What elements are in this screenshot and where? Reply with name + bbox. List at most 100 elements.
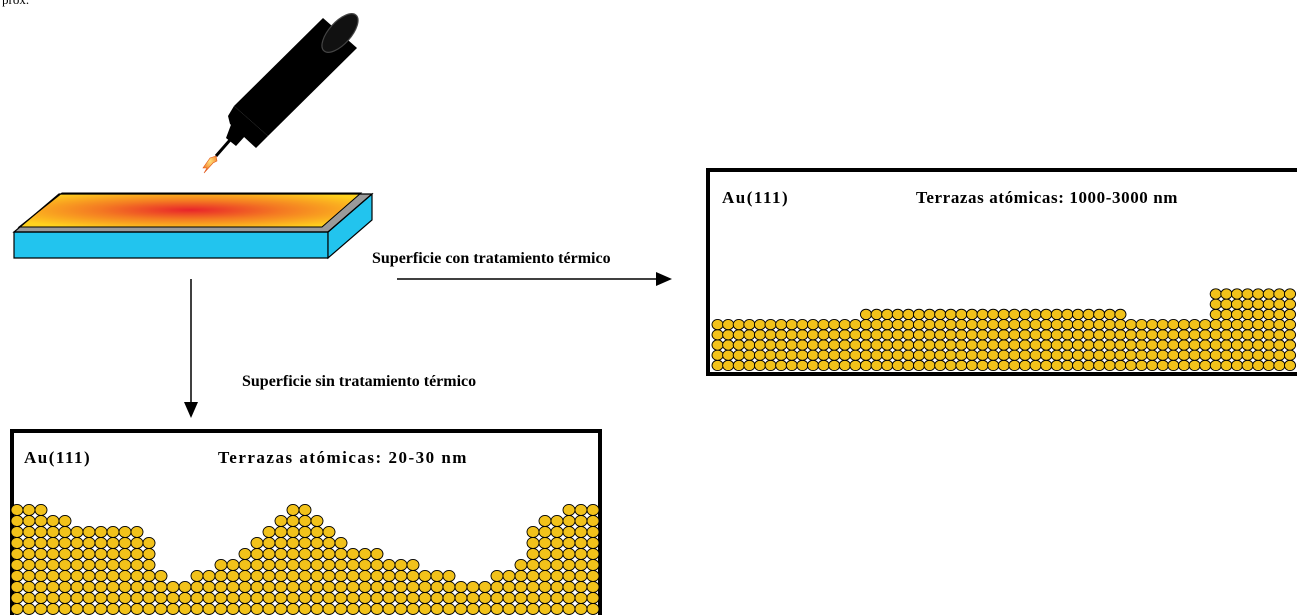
gold-atom (912, 329, 926, 341)
gold-atom (806, 359, 820, 372)
gold-atom (274, 603, 288, 615)
gold-atom (1050, 349, 1063, 361)
gold-atom (574, 526, 588, 538)
gold-atom (934, 318, 947, 331)
gold-atom (753, 329, 767, 341)
gold-atom (912, 349, 926, 361)
gold-atom (358, 592, 372, 604)
gold-atom (490, 592, 504, 604)
gold-atom (1252, 359, 1265, 372)
gold-atom (70, 581, 84, 593)
gold-atom (1018, 349, 1032, 361)
gold-atom (1040, 329, 1053, 341)
gold-atom (286, 592, 300, 604)
gold-atom (1199, 359, 1212, 372)
gold-atom (118, 603, 132, 615)
gold-atom (1167, 318, 1180, 331)
gold-atom (1071, 339, 1085, 351)
gold-atom (322, 592, 336, 604)
gold-atom (82, 570, 96, 582)
gold-atom (1273, 288, 1286, 300)
gold-atom (322, 526, 336, 538)
gold-atom (46, 592, 60, 604)
gold-atom (502, 581, 516, 593)
gold-atom (574, 581, 588, 593)
gold-atom (526, 581, 540, 593)
gold-atom (334, 548, 348, 560)
gold-atom (34, 603, 48, 615)
gold-atom (1029, 349, 1042, 361)
gold-atom (262, 581, 276, 593)
gold-atom (130, 581, 144, 593)
gold-atom (934, 308, 947, 321)
gold-atom (796, 318, 809, 331)
gold-atom (923, 318, 936, 331)
gold-atom (274, 548, 288, 560)
gold-atom (1008, 318, 1021, 331)
gold-atom (923, 339, 936, 351)
gold-atom (1177, 339, 1191, 351)
gold-atom (912, 308, 926, 321)
gold-atom (1008, 359, 1021, 372)
gold-atom (346, 592, 360, 604)
gold-atom (22, 515, 36, 527)
gold-atom (1146, 349, 1159, 361)
gold-atom (238, 603, 252, 615)
gold-atom (976, 349, 989, 361)
gold-atom (891, 308, 904, 321)
gold-atom (238, 570, 252, 582)
gold-atom (286, 548, 300, 560)
gold-atom (394, 559, 408, 571)
gold-atom (586, 559, 600, 571)
gold-atom (870, 339, 883, 351)
gold-atom (466, 581, 480, 593)
gold-atom (286, 504, 300, 516)
gold-atom (1209, 339, 1222, 351)
gold-atom (934, 329, 947, 341)
gold-atom (944, 339, 957, 351)
gold-atom (1209, 288, 1222, 300)
gold-atom (987, 308, 1000, 321)
gold-atom (870, 318, 883, 331)
gold-atom (10, 526, 24, 538)
gold-atom (722, 359, 735, 372)
gold-atom (955, 349, 968, 361)
gold-atom (1262, 288, 1275, 300)
gold-atom (130, 548, 144, 560)
gold-atom (94, 570, 108, 582)
gold-atom (1230, 318, 1244, 331)
gold-atom (1156, 339, 1169, 351)
gold-atom (1209, 298, 1222, 310)
gold-atom (202, 570, 216, 582)
gold-atom (849, 359, 862, 372)
gold-atom (46, 548, 60, 560)
gold-atom (46, 559, 60, 571)
gold-atom (912, 359, 926, 372)
gold-atom (976, 329, 989, 341)
gold-atom (358, 581, 372, 593)
gold-atom (562, 515, 576, 527)
gold-atom (796, 339, 809, 351)
gold-atom (262, 570, 276, 582)
gold-atom (817, 349, 830, 361)
gold-atom (526, 570, 540, 582)
gold-atom (1018, 329, 1032, 341)
gold-atom (274, 559, 288, 571)
gold-atom (732, 339, 745, 351)
gold-atom (106, 581, 120, 593)
gold-atom (732, 318, 745, 331)
gold-atom (902, 318, 915, 331)
gold-atom (1018, 359, 1032, 372)
gold-atom (34, 504, 48, 516)
gold-atom (382, 592, 396, 604)
gold-atom (418, 592, 432, 604)
gold-atom (934, 349, 947, 361)
gold-atom (859, 359, 873, 372)
gold-atom (1252, 308, 1265, 321)
gold-atom (1008, 329, 1021, 341)
gold-atom (82, 603, 96, 615)
gold-atom (454, 603, 468, 615)
gold-atom (10, 592, 24, 604)
gold-atom (58, 548, 72, 560)
gold-atom (286, 537, 300, 549)
